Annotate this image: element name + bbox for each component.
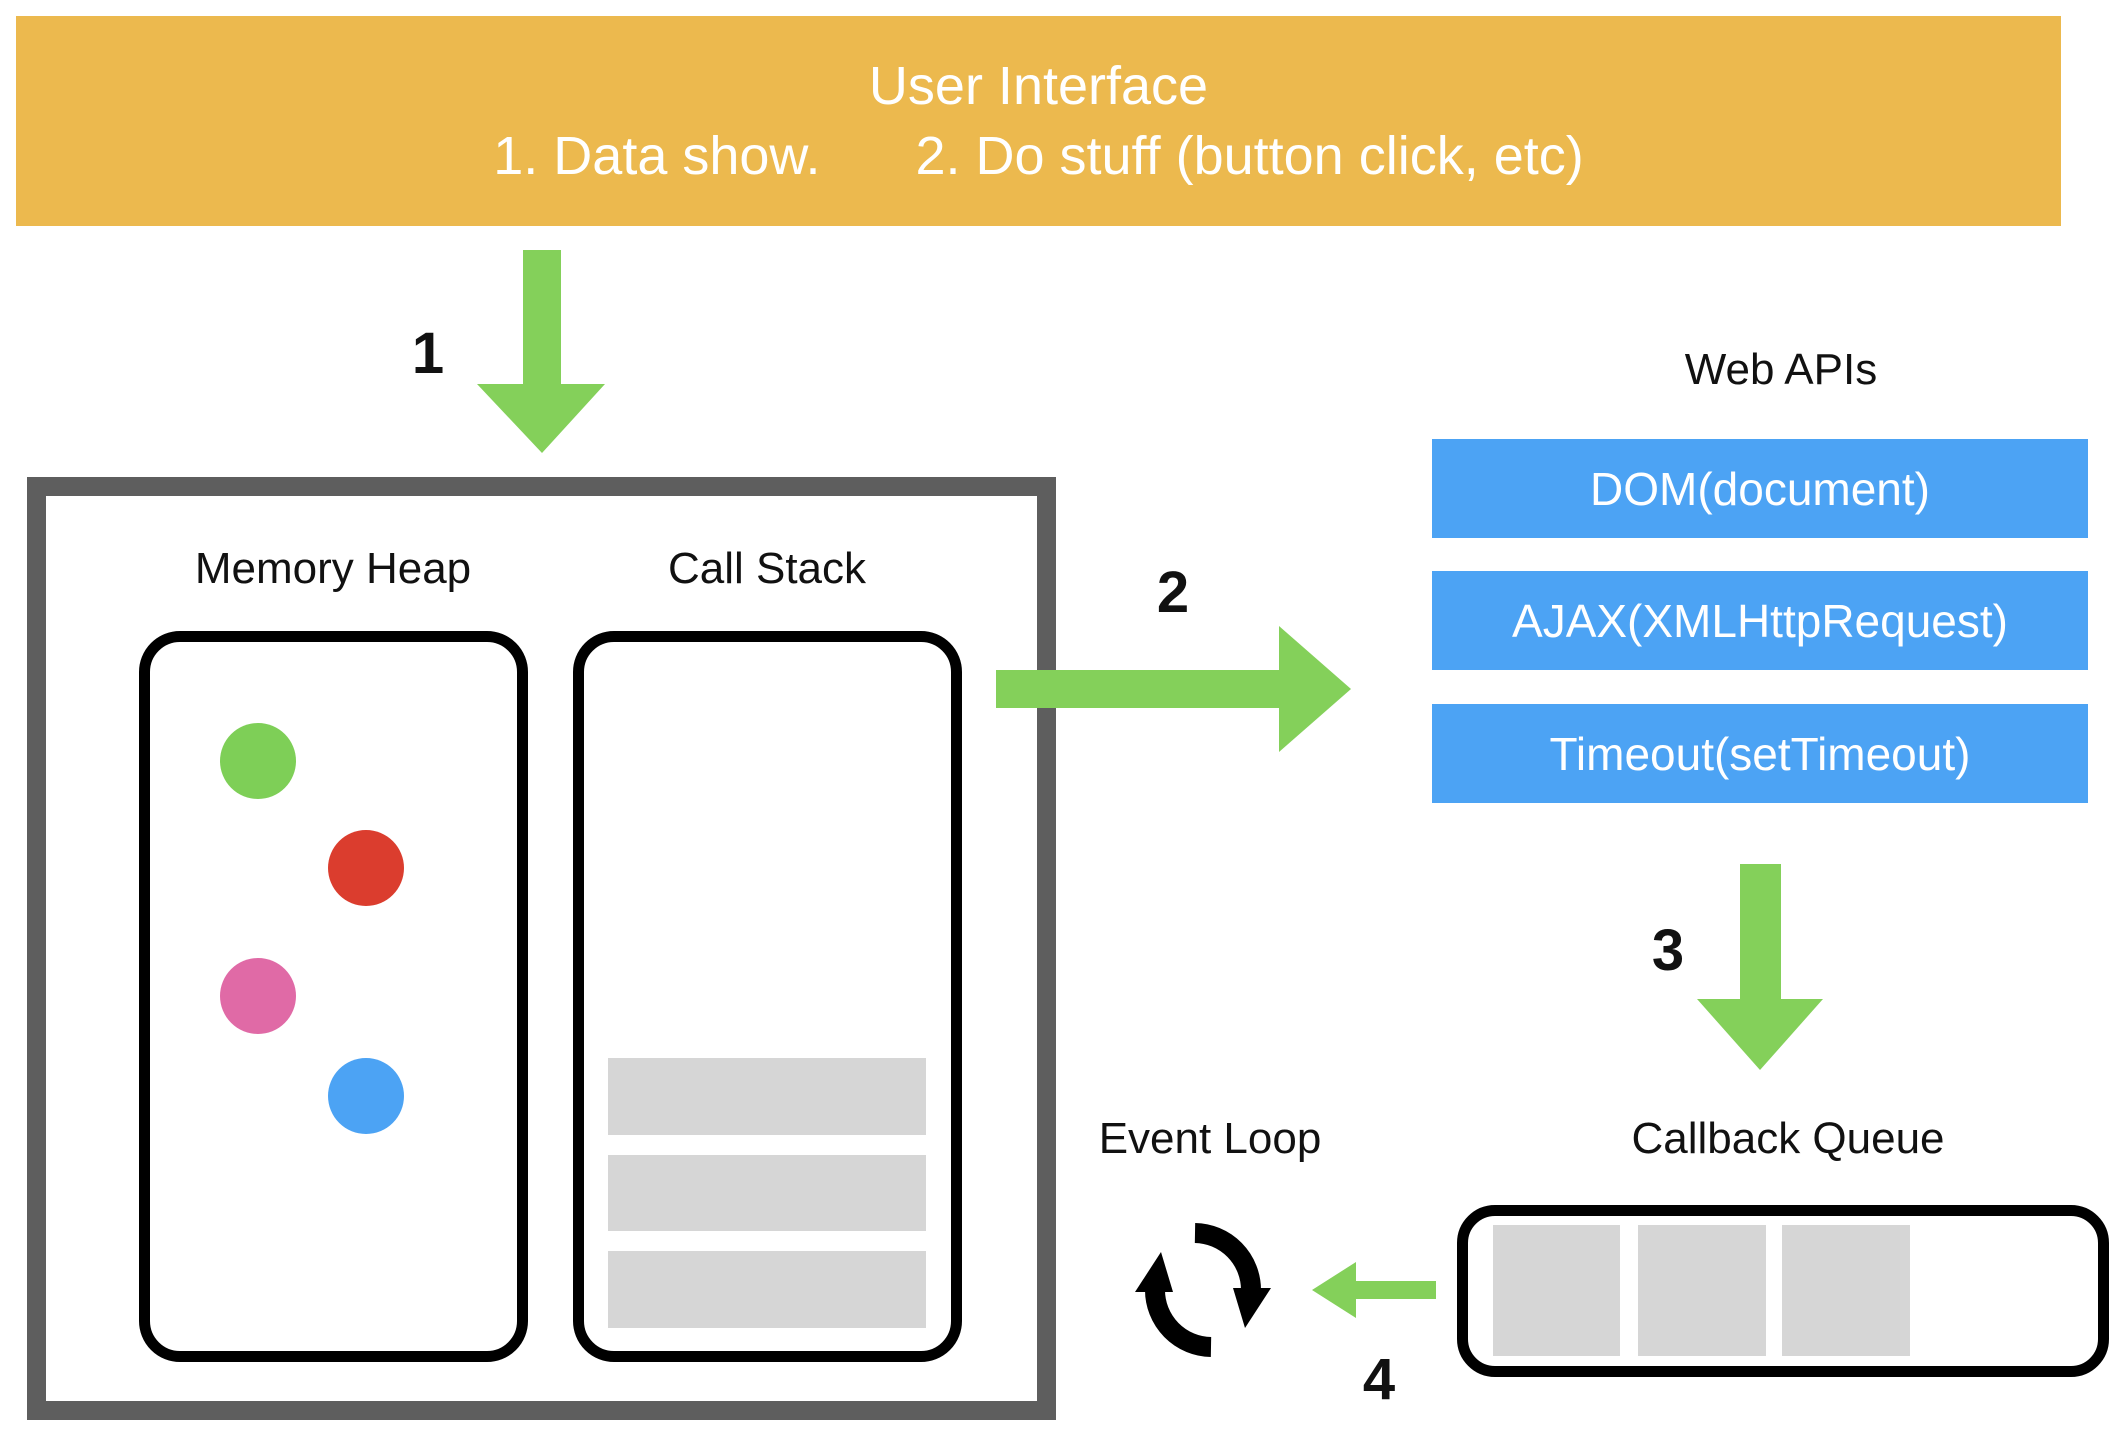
memory-heap-label: Memory Heap — [194, 544, 472, 593]
js-engine-frame — [27, 477, 1056, 1420]
heap-object-pink — [220, 958, 296, 1034]
refresh-cycle-icon — [1135, 1223, 1271, 1357]
event-loop-label: Event Loop — [1098, 1114, 1322, 1163]
step-4-label: 4 — [1362, 1347, 1396, 1412]
heap-object-green — [220, 723, 296, 799]
web-api-dom: DOM(document) — [1432, 439, 2088, 538]
arrow-1-shaft — [523, 250, 561, 386]
step-2-label: 2 — [1156, 560, 1190, 625]
arrow-2-shaft — [996, 670, 1283, 708]
queue-slot — [1638, 1225, 1766, 1356]
queue-slot — [1782, 1225, 1910, 1356]
ui-item-data-show: 1. Data show. — [493, 126, 821, 186]
arrow-4-head — [1312, 1262, 1356, 1318]
arrow-3-head — [1697, 999, 1823, 1070]
memory-heap-panel — [139, 631, 528, 1362]
web-api-ajax: AJAX(XMLHttpRequest) — [1432, 571, 2088, 670]
arrow-3-shaft — [1740, 864, 1781, 1002]
stack-frame — [608, 1251, 926, 1328]
heap-object-red — [328, 830, 404, 906]
arrow-4-shaft — [1354, 1281, 1436, 1299]
arrow-1-head — [477, 384, 605, 453]
step-1-label: 1 — [411, 321, 445, 386]
web-api-timeout: Timeout(setTimeout) — [1432, 704, 2088, 803]
user-interface-items: 1. Data show. 2. Do stuff (button click, … — [16, 126, 2061, 186]
step-3-label: 3 — [1651, 918, 1685, 983]
arrow-2-head — [1279, 626, 1351, 752]
call-stack-label: Call Stack — [667, 544, 867, 593]
user-interface-box: User Interface 1. Data show. 2. Do stuff … — [16, 16, 2061, 226]
queue-slot — [1493, 1225, 1620, 1356]
web-apis-label: Web APIs — [1684, 345, 1878, 394]
stack-frame — [608, 1058, 926, 1135]
callback-queue-label: Callback Queue — [1631, 1114, 1945, 1163]
ui-item-do-stuff: 2. Do stuff (button click, etc) — [915, 126, 1584, 186]
heap-object-blue — [328, 1058, 404, 1134]
stack-frame — [608, 1155, 926, 1231]
user-interface-title: User Interface — [868, 56, 1209, 116]
call-stack-panel — [573, 631, 962, 1362]
